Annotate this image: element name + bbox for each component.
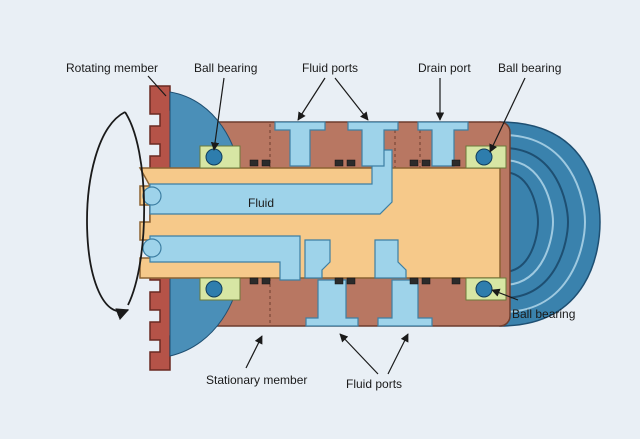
seal-top-6: [421, 159, 431, 167]
seal-bottom-6: [421, 277, 431, 285]
seal-top-5: [409, 159, 419, 167]
label-ball-bearing-right: Ball bearing: [498, 61, 561, 75]
label-fluid-ports-top: Fluid ports: [302, 61, 358, 75]
seal-top-7: [451, 159, 461, 167]
fluid-port-top-1: [274, 121, 326, 167]
end-cap: [499, 121, 601, 327]
seal-top-2: [261, 159, 271, 167]
shaft-end-ports: [142, 186, 162, 258]
label-stationary-member: Stationary member: [206, 373, 307, 387]
fluid-port-bottom-2: [377, 279, 433, 327]
seals: [249, 159, 461, 285]
label-drain-port: Drain port: [418, 61, 471, 75]
fluid-port-top-2: [347, 121, 399, 167]
leader-lines: [147, 75, 526, 375]
rotation-arrow: [86, 111, 130, 321]
label-fluid: Fluid: [248, 196, 274, 210]
fluid-port-bottom-1: [305, 279, 359, 327]
seal-top-3: [334, 159, 344, 167]
seal-bottom-5: [409, 277, 419, 285]
lower-channel-branch-right: [374, 239, 407, 279]
seal-bottom-2: [261, 277, 271, 285]
label-rotating-member: Rotating member: [66, 61, 158, 75]
label-ball-bearing-lower-right: Ball bearing: [512, 307, 575, 321]
top-ports: [274, 121, 469, 167]
seal-top-1: [249, 159, 259, 167]
seal-bottom-7: [451, 277, 461, 285]
seal-top-4: [346, 159, 356, 167]
upper-fluid-channel: [149, 149, 393, 215]
seal-bottom-1: [249, 277, 259, 285]
bottom-ports: [305, 279, 433, 327]
seal-bottom-4: [346, 277, 356, 285]
seal-bottom-3: [334, 277, 344, 285]
label-fluid-ports-bottom: Fluid ports: [346, 377, 402, 391]
lower-fluid-channel: [149, 235, 301, 281]
fluid-channels: [149, 149, 407, 281]
lower-channel-branch: [304, 239, 331, 279]
rotation-arrow-tail: [124, 111, 146, 306]
label-ball-bearing-left: Ball bearing: [194, 61, 257, 75]
ball-bearing-right: [465, 145, 507, 301]
ball-bearing-left: [199, 145, 241, 301]
